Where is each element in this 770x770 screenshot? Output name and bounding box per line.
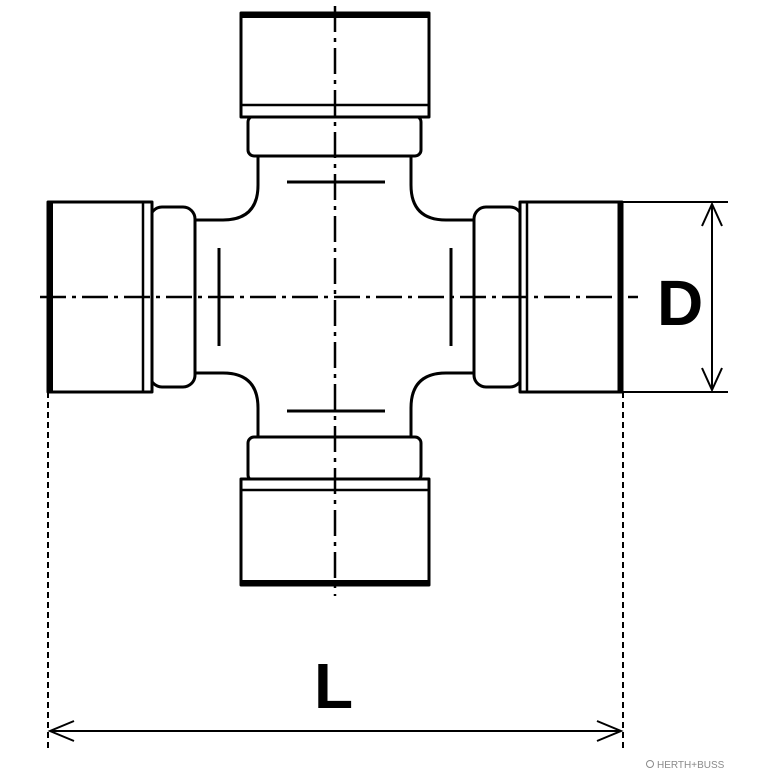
right-bearing-cap bbox=[472, 200, 624, 394]
center-lines bbox=[40, 6, 638, 596]
d-arrow-top bbox=[701, 201, 723, 227]
d-arrow-bottom bbox=[701, 367, 723, 393]
dimension-d bbox=[622, 201, 728, 393]
universal-joint bbox=[46, 11, 624, 587]
l-arrow-right bbox=[596, 720, 624, 742]
brand-logo-icon bbox=[646, 760, 654, 768]
dimension-l bbox=[47, 392, 624, 750]
diameter-label: D bbox=[657, 267, 703, 339]
length-label: L bbox=[314, 650, 353, 722]
brand-watermark-text: HERTH+BUSS bbox=[657, 760, 725, 770]
brand-watermark: HERTH+BUSS bbox=[646, 760, 725, 770]
l-arrow-left bbox=[47, 720, 75, 742]
